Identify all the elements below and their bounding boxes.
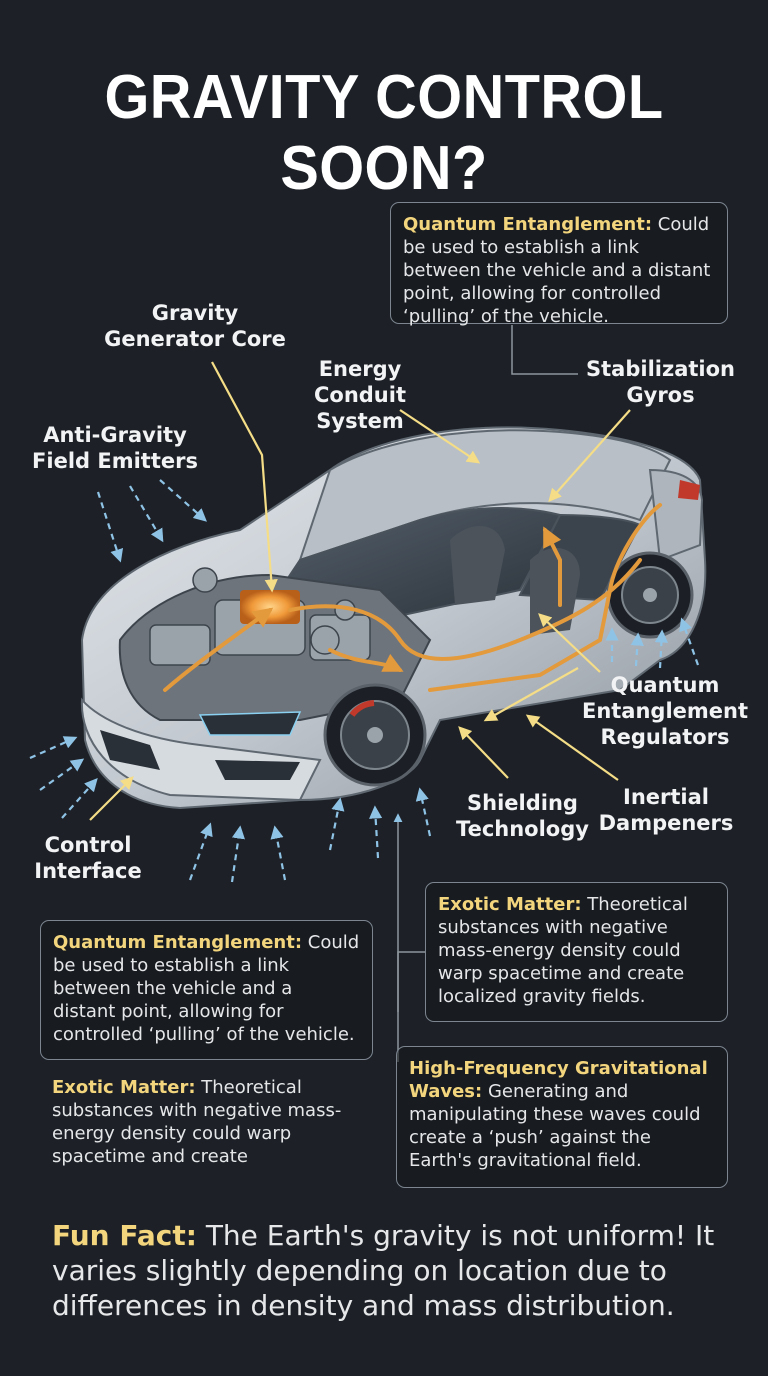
info-box-high-frequency-waves: High-Frequency Gravitational Waves: Gene…: [396, 1046, 728, 1188]
label-line: Interface: [34, 859, 142, 883]
label-line: Technology: [456, 817, 589, 841]
pointer-qe-regulators-2: [483, 667, 579, 722]
pointer-shielding: [458, 726, 509, 779]
label-shielding-technology: Shielding Technology: [455, 790, 590, 842]
info-text: Generating and manipulating these waves …: [409, 1081, 701, 1171]
info-term: Quantum Entanglement:: [53, 932, 303, 953]
label-line: Dampeners: [598, 811, 734, 835]
pointer-gravity-core: [211, 361, 278, 593]
rear-wheel: [606, 551, 694, 639]
label-line: Inertial: [623, 785, 709, 809]
info-text: Could be used to establish a link betwee…: [53, 932, 360, 1045]
gravity-core-glow: [240, 590, 300, 624]
fun-fact-text: The Earth's gravity is not uniform! It v…: [52, 1219, 715, 1322]
label-line: Anti-Gravity: [43, 423, 187, 447]
label-line: Regulators: [600, 725, 730, 749]
info-block-exotic-matter-left: Exotic Matter: Theoretical substances wi…: [40, 1066, 370, 1176]
label-stabilization-gyros: Stabilization Gyros: [583, 356, 738, 408]
info-text: Could be used to establish a link betwee…: [403, 214, 711, 327]
info-term: Exotic Matter:: [52, 1077, 196, 1098]
label-line: Energy Conduit: [313, 357, 406, 407]
label-anti-gravity-field-emitters: Anti-Gravity Field Emitters: [30, 422, 200, 474]
label-energy-conduit-system: Energy Conduit System: [270, 356, 450, 434]
connector-lines: [393, 325, 578, 1062]
label-line: System: [316, 409, 404, 433]
pointer-inertial: [525, 714, 619, 781]
field-arrows: [29, 479, 700, 883]
info-term: High-Frequency Gravitational Waves:: [409, 1058, 708, 1102]
label-quantum-entanglement-regulators: Quantum Entanglement Regulators: [580, 672, 750, 750]
label-line: Gravity: [151, 301, 239, 325]
pointer-stabilization: [548, 409, 631, 502]
label-line: Gyros: [626, 383, 695, 407]
info-text: Theoretical substances with negative mas…: [438, 894, 688, 1007]
info-term: Quantum Entanglement:: [403, 214, 653, 235]
fun-fact-term: Fun Fact:: [52, 1219, 197, 1252]
info-box-quantum-entanglement-left: Quantum Entanglement: Could be used to e…: [40, 920, 373, 1060]
info-box-exotic-matter-right: Exotic Matter: Theoretical substances wi…: [425, 882, 728, 1022]
pointer-qe-regulators: [538, 613, 601, 673]
label-gravity-generator-core: Gravity Generator Core: [100, 300, 290, 352]
pointer-energy-conduit: [399, 409, 481, 464]
label-line: Shielding: [467, 791, 578, 815]
label-line: Field Emitters: [32, 449, 198, 473]
label-control-interface: Control Interface: [28, 832, 148, 884]
info-box-quantum-entanglement-top: Quantum Entanglement: Could be used to e…: [390, 202, 728, 327]
info-term: Exotic Matter:: [438, 894, 582, 915]
callout-pointers: [89, 361, 631, 821]
pointer-control: [89, 776, 134, 821]
fun-fact: Fun Fact: The Earth's gravity is not uni…: [52, 1218, 732, 1323]
label-inertial-dampeners: Inertial Dampeners: [596, 784, 736, 836]
label-line: Stabilization: [586, 357, 735, 381]
label-line: Entanglement: [581, 699, 749, 723]
car-body: [80, 426, 707, 810]
info-text: Theoretical substances with negative mas…: [52, 1077, 342, 1167]
front-wheel: [323, 683, 427, 787]
label-line: Quantum: [610, 673, 720, 697]
energy-conduits: [163, 503, 662, 692]
page-title: GRAVITY CONTROL SOON?: [104, 63, 664, 203]
label-line: Generator Core: [104, 327, 286, 351]
label-line: Control: [44, 833, 132, 857]
